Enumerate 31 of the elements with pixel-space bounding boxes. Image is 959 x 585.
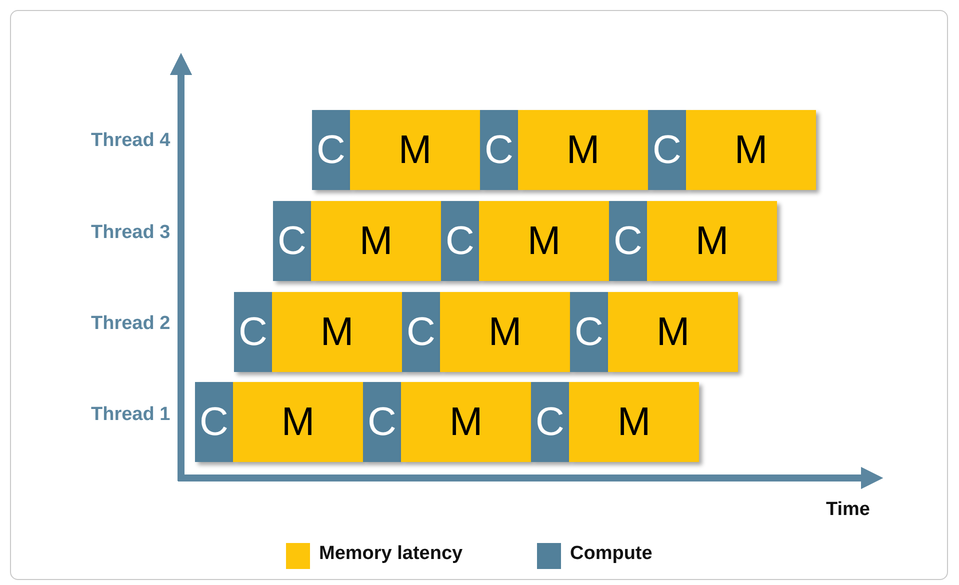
compute-block: C [480,110,518,190]
memory-block: M [350,110,480,190]
legend-label: Compute [570,543,652,565]
memory-block: M [272,292,402,372]
memory-block: M [647,201,777,281]
memory-block: M [440,292,570,372]
memory-block: M [686,110,816,190]
memory-block: M [233,382,363,462]
compute-block: C [441,201,479,281]
compute-block: C [363,382,401,462]
thread-label: Thread 2 [91,313,170,335]
memory-block: M [569,382,699,462]
axis-label: Time [826,499,870,521]
compute-block: C [531,382,569,462]
legend-label: Memory latency [319,543,463,565]
memory-block: M [401,382,531,462]
compute-block: C [273,201,311,281]
compute-block: C [195,382,233,462]
memory-block: M [311,201,441,281]
compute-block: C [312,110,350,190]
compute-block: C [234,292,272,372]
compute-block: C [648,110,686,190]
memory-block: M [479,201,609,281]
compute-block: C [402,292,440,372]
thread-label: Thread 1 [91,404,170,426]
thread-label: Thread 4 [91,130,170,152]
thread-label: Thread 3 [91,222,170,244]
compute-block: C [570,292,608,372]
memory-block: M [518,110,648,190]
memory-block: M [608,292,738,372]
compute-block: C [609,201,647,281]
